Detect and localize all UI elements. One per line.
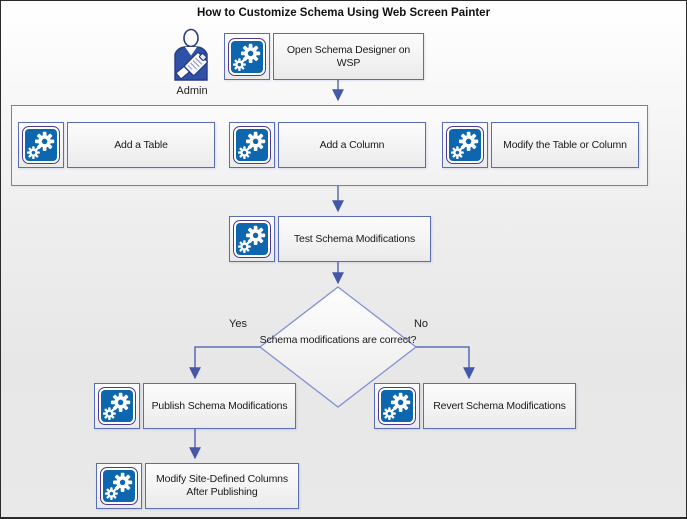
step-label: Publish Schema Modifications	[151, 399, 288, 412]
connector-no-to-revert	[416, 346, 475, 380]
step-label: Revert Schema Modifications	[433, 399, 566, 412]
step-label: Modify Site-Defined Columns After Publis…	[156, 473, 288, 498]
step-open-schema-designer: Open Schema Designer on WSP	[224, 33, 424, 80]
gears-icon	[446, 126, 484, 164]
step-add-a-table: Add a Table	[18, 122, 215, 168]
step-test-schema-modifications: Test Schema Modifications	[229, 216, 431, 262]
gears-icon-cell	[96, 463, 142, 509]
step-label-cell: Publish Schema Modifications	[143, 383, 296, 429]
gears-icon-cell	[94, 383, 140, 429]
step-revert-schema-modifications: Revert Schema Modifications	[374, 383, 576, 429]
gears-icon-cell	[224, 33, 270, 80]
step-label: Add a Table	[114, 138, 168, 151]
step-label-cell: Add a Column	[278, 122, 426, 168]
step-label-cell: Modify Site-Defined Columns After Publis…	[145, 463, 299, 509]
step-label: Test Schema Modifications	[293, 232, 416, 245]
yes-branch-label: Yes	[229, 318, 247, 330]
step-label: Add a Column	[319, 138, 385, 151]
decision-label: Schema modifications are correct?	[259, 334, 417, 346]
gears-icon-cell	[18, 122, 64, 168]
step-label-cell: Open Schema Designer on WSP	[273, 33, 424, 80]
step-modify-table-or-column: Modify the Table or Column	[442, 122, 639, 168]
gears-icon	[228, 37, 266, 76]
gears-icon	[233, 126, 271, 164]
gears-icon-cell	[229, 122, 275, 168]
step-label-cell: Revert Schema Modifications	[423, 383, 576, 429]
gears-icon-cell	[229, 216, 275, 262]
no-branch-label: No	[413, 318, 429, 330]
step-label-cell: Add a Table	[67, 122, 215, 168]
admin-actor	[164, 28, 222, 91]
gears-icon	[98, 387, 136, 425]
step-label: Modify the Table or Column	[503, 138, 627, 151]
gears-icon-cell	[374, 383, 420, 429]
admin-person-icon	[174, 28, 208, 81]
step-publish-schema-modifications: Publish Schema Modifications	[94, 383, 296, 429]
gears-icon-cell	[442, 122, 488, 168]
admin-label: Admin	[176, 85, 208, 97]
step-modify-site-defined-columns: Modify Site-Defined Columns After Publis…	[96, 463, 299, 509]
connector-yes-to-publish	[189, 346, 260, 380]
step-add-a-column: Add a Column	[229, 122, 426, 168]
gears-icon	[378, 387, 416, 425]
gears-icon	[22, 126, 60, 164]
step-label-cell: Modify the Table or Column	[491, 122, 639, 168]
gears-icon	[233, 220, 271, 258]
step-label-cell: Test Schema Modifications	[278, 216, 431, 262]
step-label: Open Schema Designer on WSP	[286, 43, 411, 69]
gears-icon	[100, 467, 138, 505]
diagram-title: How to Customize Schema Using Web Screen…	[196, 7, 491, 19]
